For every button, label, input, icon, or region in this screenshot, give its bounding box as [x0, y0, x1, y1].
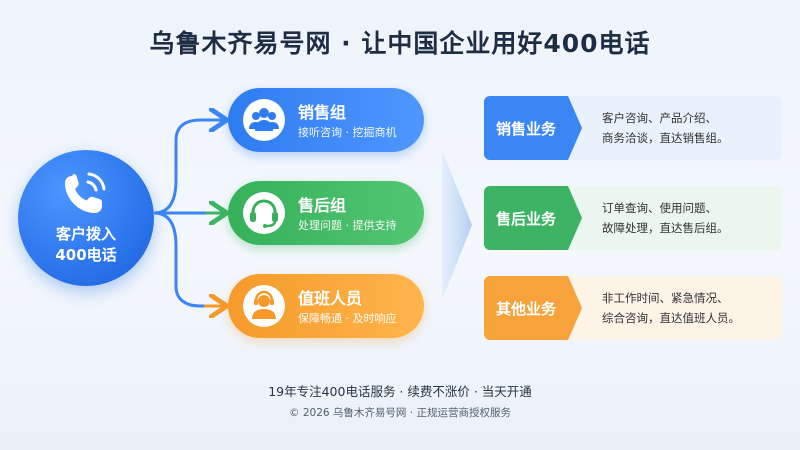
group-aftersales-desc: 处理问题 · 提供支持	[298, 219, 397, 232]
business-other-line2: 综合咨询，直达值班人员。	[602, 311, 740, 325]
chevron-right-icon	[442, 150, 472, 300]
business-other-line1: 非工作时间、紧急情况、	[602, 291, 729, 305]
agent-icon	[243, 285, 285, 327]
group-sales: 销售组 接听咨询 · 挖掘商机	[228, 88, 424, 152]
group-duty-desc: 保障畅通 · 及时响应	[298, 312, 397, 325]
business-other: 其他业务 非工作时间、紧急情况、 综合咨询，直达值班人员。	[484, 276, 782, 340]
caller-label-1: 客户拨入	[55, 225, 116, 243]
business-aftersales-line1: 订单查询、使用问题、	[602, 201, 717, 215]
group-aftersales: 售后组 处理问题 · 提供支持	[228, 181, 424, 245]
team-icon	[243, 99, 285, 141]
group-duty: 值班人员 保障畅通 · 及时响应	[228, 274, 424, 338]
caller-circle: 客户拨入 400电话	[18, 150, 154, 286]
footer-slogan: 19年专注400电话服务 · 续费不涨价 · 当天开通	[268, 384, 532, 399]
connector-to-sales	[153, 120, 224, 215]
business-sales: 销售业务 客户咨询、产品介绍、 商务洽谈，直达销售组。	[484, 96, 782, 160]
group-duty-name: 值班人员	[298, 289, 363, 308]
group-sales-name: 销售组	[298, 103, 347, 122]
page-title: 乌鲁木齐易号网 · 让中国企业用好400电话	[149, 29, 651, 58]
business-sales-line2: 商务洽谈，直达销售组。	[602, 131, 729, 145]
group-aftersales-name: 售后组	[298, 196, 347, 215]
headset-icon	[243, 192, 285, 234]
business-other-tag: 其他业务	[484, 276, 568, 340]
business-sales-tag: 销售业务	[484, 96, 568, 160]
business-aftersales: 售后业务 订单查询、使用问题、 故障处理，直达售后组。	[484, 186, 782, 250]
caller-label-2: 400电话	[55, 246, 117, 264]
phone-ringing-icon	[65, 172, 106, 213]
group-sales-desc: 接听咨询 · 挖掘商机	[298, 126, 397, 139]
business-aftersales-line2: 故障处理，直达售后组。	[602, 221, 729, 235]
business-sales-line1: 客户咨询、产品介绍、	[602, 111, 717, 125]
footer-copyright: © 2026 乌鲁木齐易号网 · 正规运营商授权服务	[289, 407, 511, 419]
connector-to-duty	[153, 211, 224, 308]
business-aftersales-tag: 售后业务	[484, 186, 568, 250]
